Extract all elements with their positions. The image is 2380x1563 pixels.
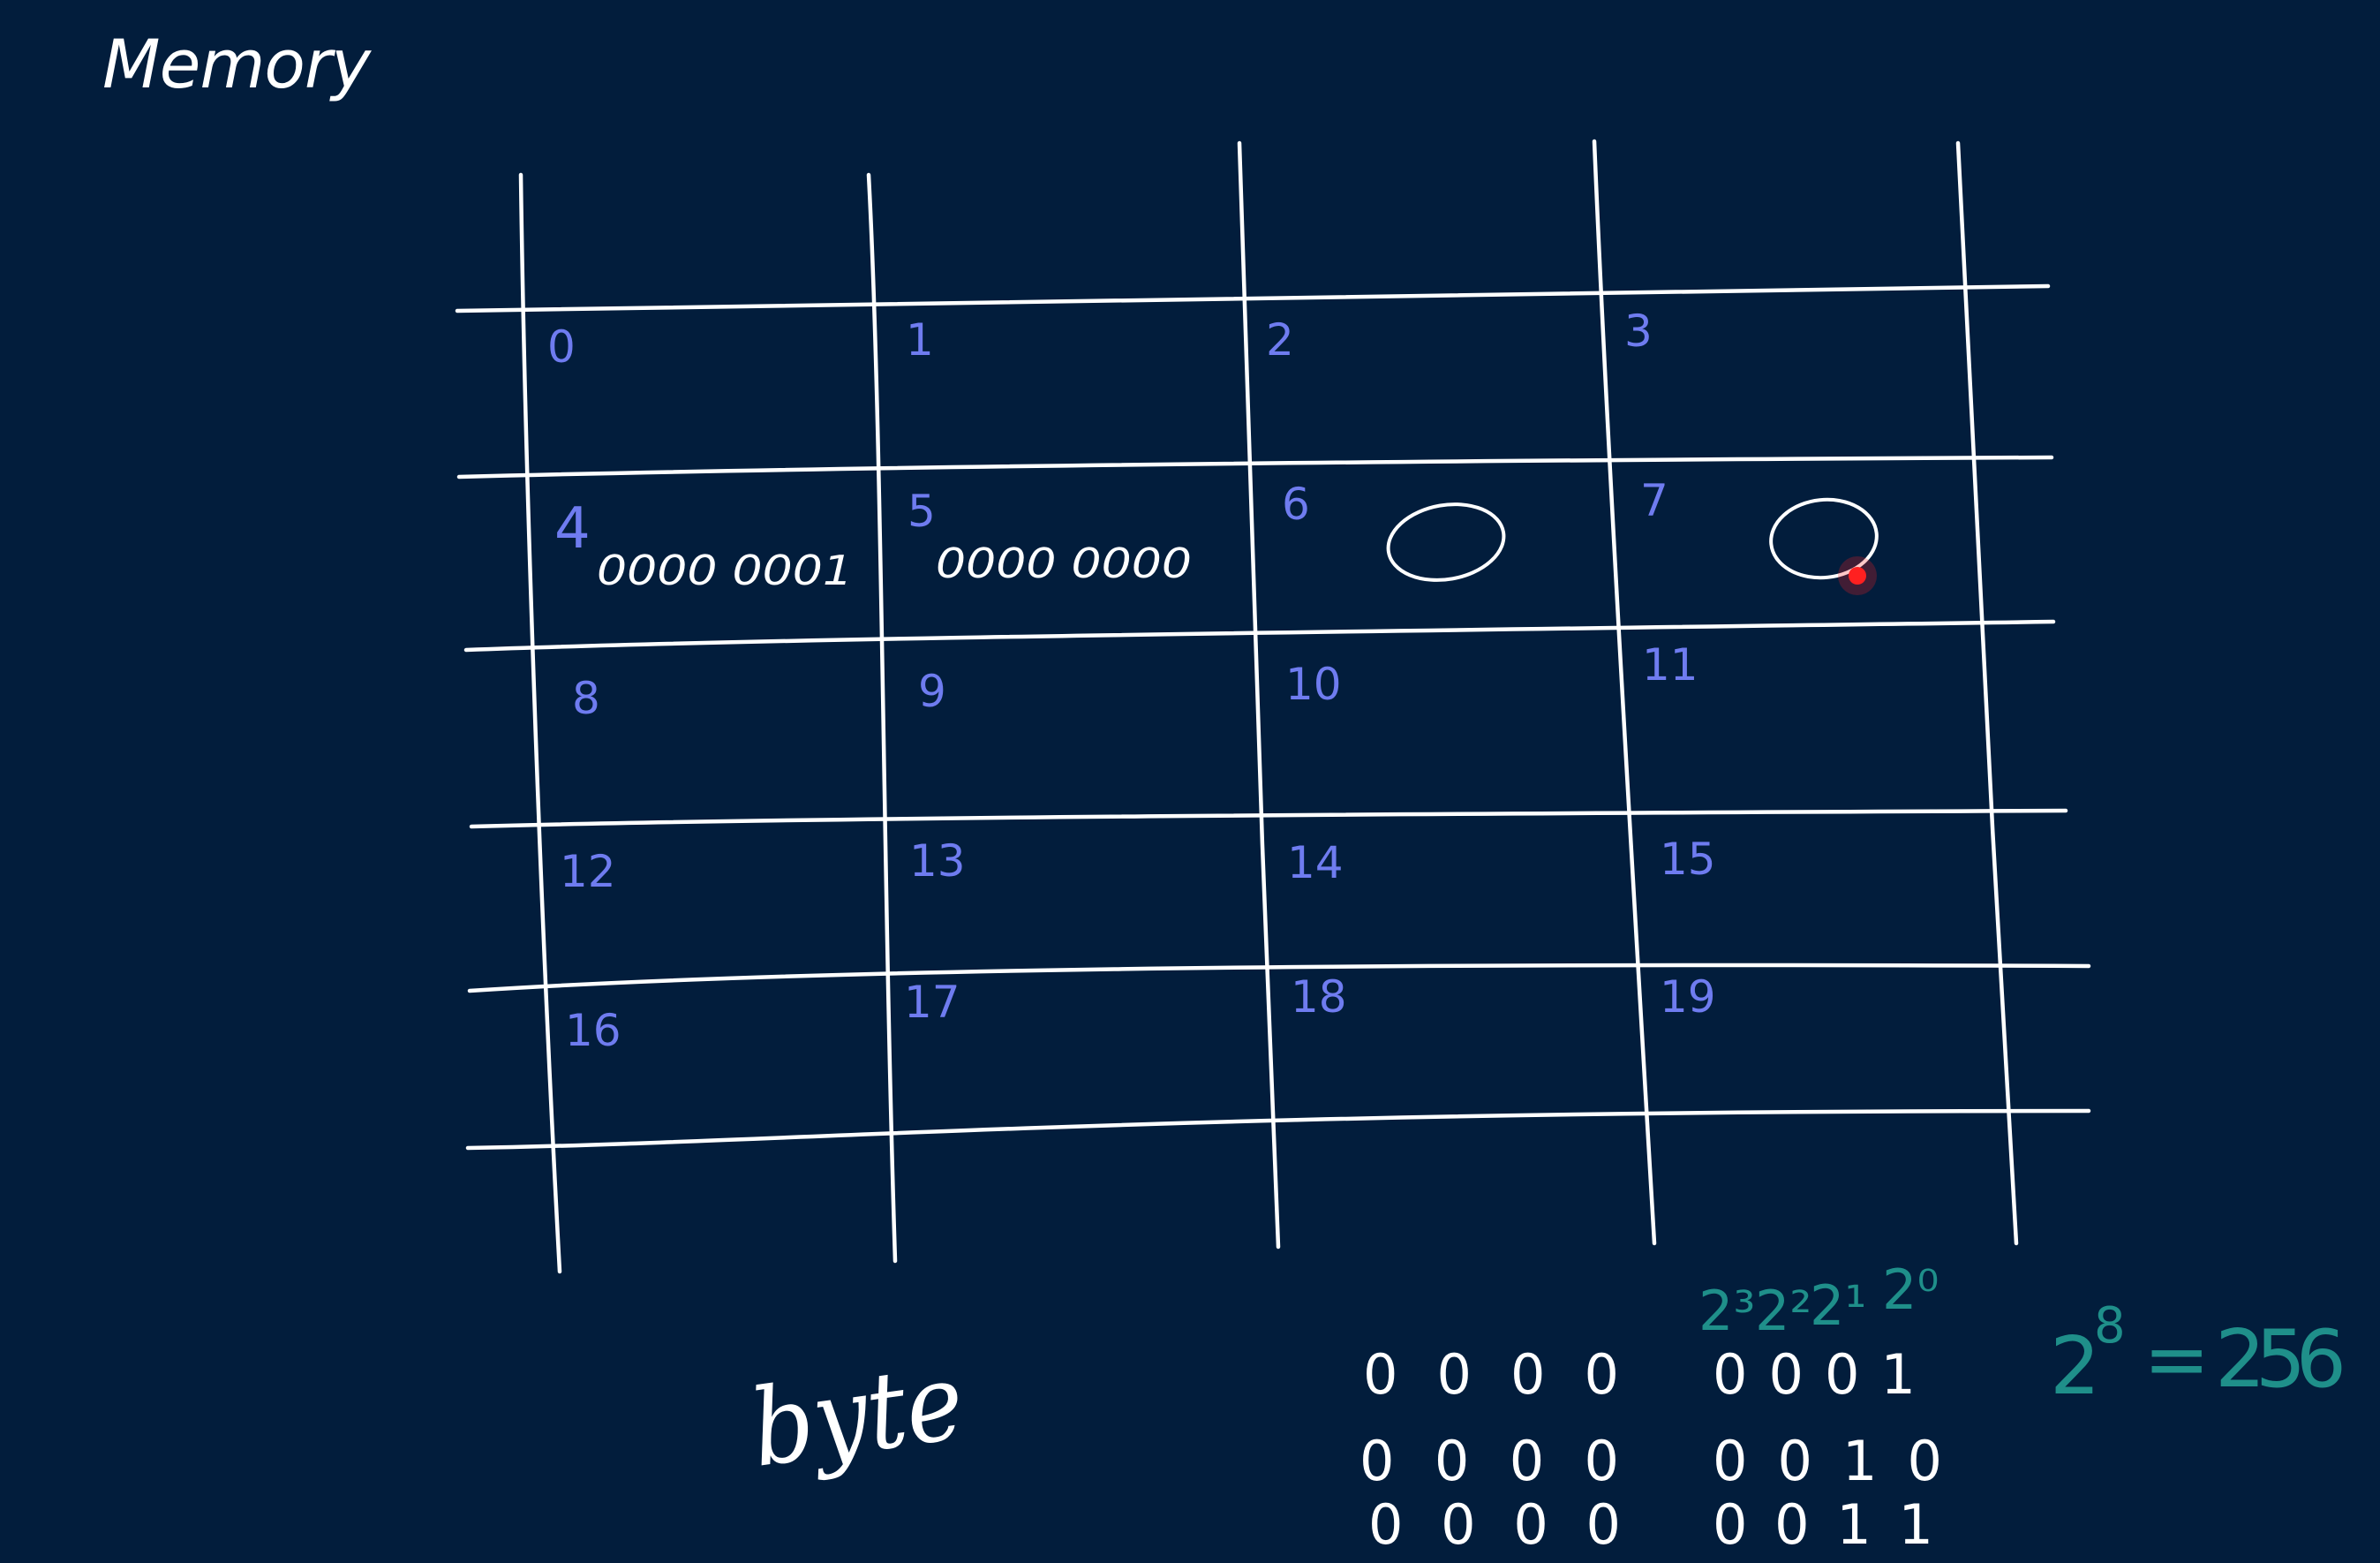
powers-header: 2³ 2² 2¹ 2⁰: [1698, 1257, 1939, 1343]
memory-grid: [455, 139, 2091, 1274]
cell-label-1: 1: [906, 314, 934, 366]
power-2-3: 2³: [1698, 1279, 1755, 1343]
grid-line-h4: [469, 808, 2068, 829]
cell-label-4: 4: [554, 496, 591, 562]
cell-label-18: 18: [1291, 971, 1347, 1023]
cell-label-10: 10: [1285, 659, 1342, 710]
cell-6-circle: [1386, 502, 1506, 582]
power-2-1: 2¹: [1810, 1273, 1866, 1338]
binary-row-1-high: 0000: [1363, 1342, 1619, 1407]
cell-label-6: 6: [1282, 479, 1310, 530]
grid-line-h2: [456, 455, 2054, 479]
formula-result: = 256: [2143, 1313, 2346, 1406]
binary-row-3-low: 0011: [1713, 1492, 1933, 1557]
cell-label-0: 0: [547, 321, 576, 373]
grid-line-v5: [1955, 140, 2019, 1246]
grid-line-h6: [465, 1108, 2091, 1151]
binary-row-3-high: 0000: [1368, 1492, 1621, 1557]
grid-line-v2: [866, 172, 898, 1264]
power-formula: 2 8 = 256: [2050, 1297, 2346, 1413]
cell-contents: 0000 0001 0000 0000: [597, 540, 1192, 594]
laser-pointer: [1838, 556, 1877, 595]
binary-row-1-low: 0001: [1713, 1342, 1916, 1407]
cell-7-circle: [1769, 497, 1879, 580]
cell-label-5: 5: [908, 486, 936, 537]
grid-line-h5: [467, 963, 2091, 993]
grid-line-h1: [455, 283, 2051, 313]
formula-base: 2: [2050, 1320, 2100, 1413]
cell-label-2: 2: [1266, 314, 1294, 366]
cell-circle-contents: 0 0: [1386, 497, 1879, 582]
byte-note: byte: [744, 1340, 971, 1491]
grid-line-v1: [518, 172, 562, 1274]
binary-rows: 0000 0001 0000 0010 0000 0011: [1359, 1342, 1942, 1557]
cell-5-value: 0000 0000: [936, 540, 1192, 587]
binary-row-2-low: 0010: [1713, 1429, 1942, 1493]
slide-title: Memory: [102, 25, 371, 103]
memory-address-labels: 0 1 2 3 4 5 6 7 8 9 10 11 12 13 14 15 16…: [547, 306, 1716, 1056]
cell-label-3: 3: [1624, 306, 1653, 357]
cell-label-7: 7: [1640, 475, 1668, 526]
cell-label-14: 14: [1287, 837, 1344, 888]
formula-exponent: 8: [2094, 1297, 2126, 1355]
cell-4-value: 0000 0001: [597, 547, 853, 594]
cell-label-15: 15: [1660, 834, 1716, 885]
cell-label-17: 17: [904, 977, 960, 1028]
binary-row-2-high: 0000: [1359, 1429, 1619, 1493]
power-2-2: 2²: [1755, 1279, 1811, 1343]
cell-label-8: 8: [572, 673, 600, 724]
byte-label: byte: [744, 1340, 971, 1491]
cell-label-11: 11: [1642, 639, 1698, 691]
cell-label-12: 12: [560, 846, 616, 897]
grid-line-h3: [463, 619, 2056, 653]
cell-label-19: 19: [1660, 971, 1716, 1023]
cell-label-13: 13: [909, 835, 966, 887]
grid-line-v4: [1592, 139, 1657, 1246]
power-2-0: 2⁰: [1882, 1257, 1939, 1322]
cell-label-16: 16: [565, 1005, 621, 1056]
grid-line-v3: [1237, 140, 1281, 1250]
cell-label-9: 9: [918, 666, 946, 717]
